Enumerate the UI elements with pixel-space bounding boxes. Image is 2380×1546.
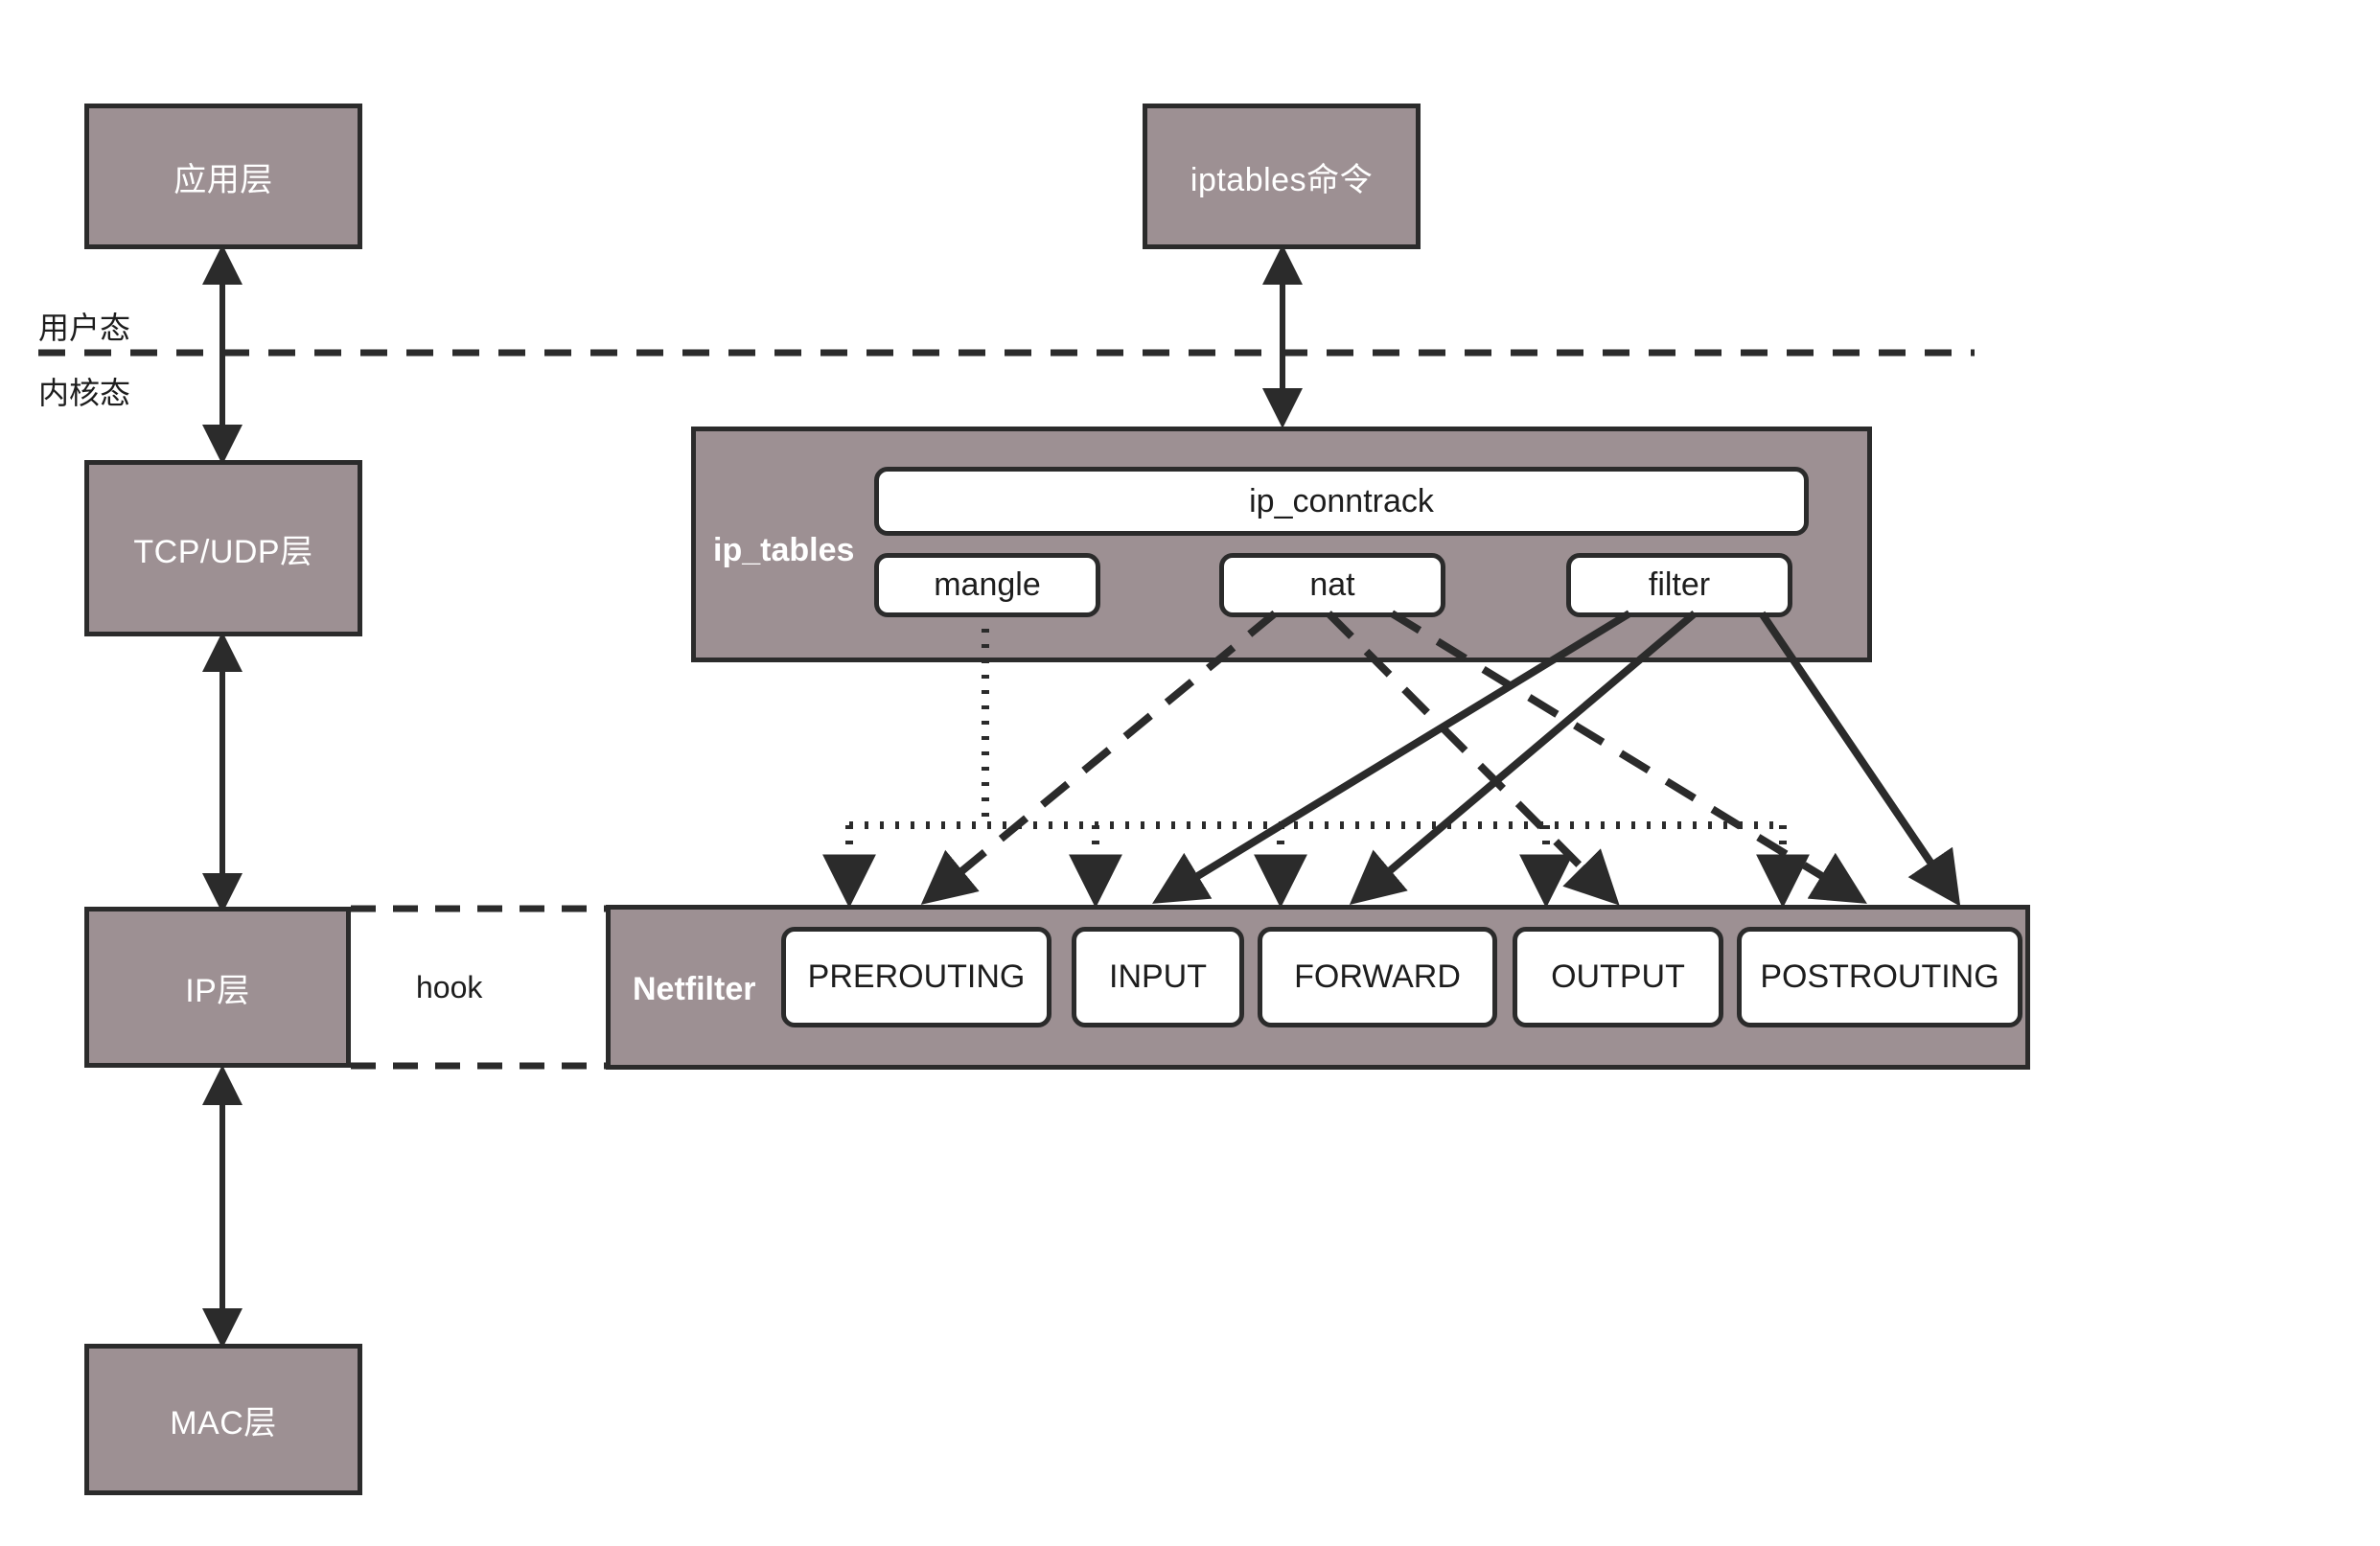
label-hook: hook [416, 970, 483, 1004]
netfilter-label: Netfilter [633, 971, 756, 1007]
label-user-mode: 用户态 [38, 311, 131, 345]
box-table-filter[interactable]: filter [1566, 553, 1792, 617]
chain-prerouting[interactable]: PREROUTING [781, 927, 1051, 1027]
box-ip-conntrack[interactable]: ip_conntrack [874, 467, 1809, 536]
stack-arrow-group [202, 244, 1303, 1349]
chain-forward[interactable]: FORWARD [1258, 927, 1497, 1027]
node-tcp-udp-layer[interactable]: TCP/UDP层 [84, 460, 362, 636]
node-ip-layer[interactable]: IP层 [84, 907, 351, 1068]
chain-output[interactable]: OUTPUT [1513, 927, 1723, 1027]
chain-postrouting[interactable]: POSTROUTING [1737, 927, 2022, 1027]
chain-input[interactable]: INPUT [1072, 927, 1244, 1027]
ip-tables-container [691, 427, 1872, 662]
node-iptables-command[interactable]: iptables命令 [1143, 104, 1421, 249]
node-application-layer[interactable]: 应用层 [84, 104, 362, 249]
ip-tables-label: ip_tables [713, 532, 855, 568]
node-mac-layer[interactable]: MAC层 [84, 1344, 362, 1495]
box-table-mangle[interactable]: mangle [874, 553, 1100, 617]
label-kernel-mode: 内核态 [38, 376, 131, 410]
box-table-nat[interactable]: nat [1219, 553, 1445, 617]
